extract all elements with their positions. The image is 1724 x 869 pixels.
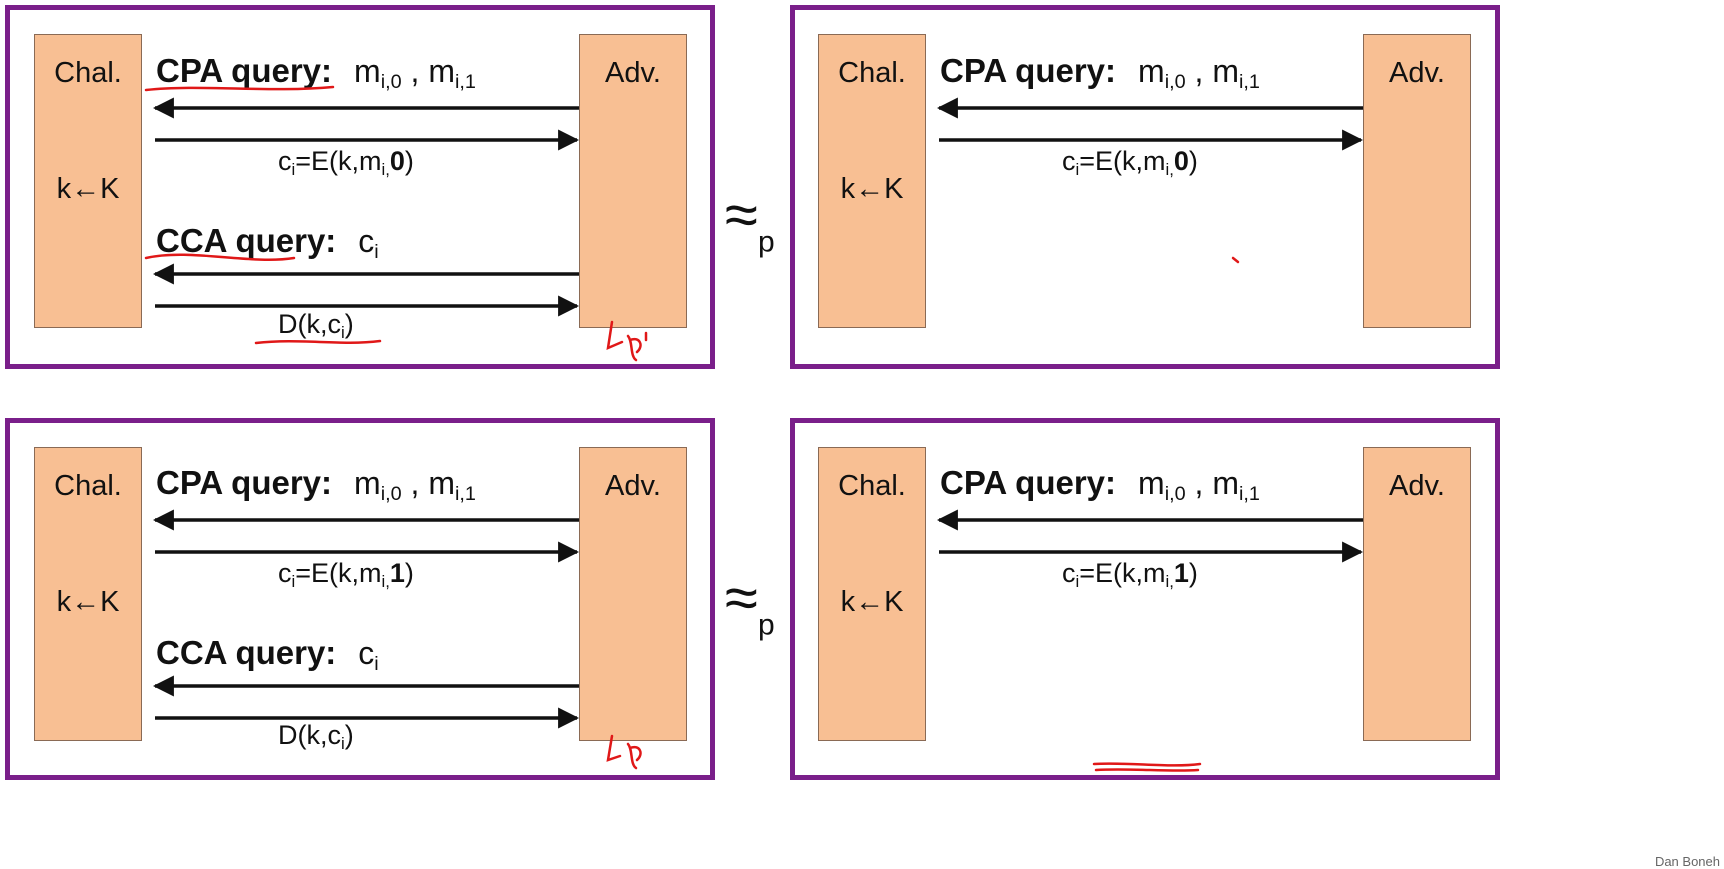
cca-query-ciphertext: ci [358,223,379,263]
credit-text: Dan Boneh [1654,854,1720,869]
adversary-box: Adv. [579,34,687,328]
approx-symbol-bottom: ≈p [725,564,775,642]
challenger-box: Chal. k←K [818,447,926,741]
cpa-query-label: CPA query: [940,464,1117,501]
cpa-query-messages: mi,0 , mi,1 [1138,465,1260,505]
key-gen-label: k←K [56,586,120,618]
challenger-box: Chal. k←K [34,34,142,328]
cca-query-label: CCA query: [156,222,337,259]
adversary-box: Adv. [1363,34,1471,328]
cpa-query-messages: mi,0 , mi,1 [354,53,476,93]
encryption-response: ci=E(k,mi,1) [278,558,414,592]
approx-symbol-top: ≈p [725,181,775,259]
encryption-response: ci=E(k,mi,0) [278,146,414,180]
cpa-query-label: CPA query: [156,52,333,89]
encryption-response: ci=E(k,mi,0) [1062,146,1198,180]
decryption-response: D(k,ci) [278,720,354,754]
cpa-query-label: CPA query: [156,464,333,501]
cpa-query: CPA query: mi,0 , mi,1 [940,52,1260,94]
cpa-query-label: CPA query: [940,52,1117,89]
cpa-query-messages: mi,0 , mi,1 [354,465,476,505]
adversary-label: Adv. [1389,470,1445,502]
challenger-label: Chal. [54,57,122,89]
adversary-label: Adv. [1389,57,1445,89]
challenger-box: Chal. k←K [34,447,142,741]
key-gen-label: k←K [840,586,904,618]
cpa-query: CPA query: mi,0 , mi,1 [940,464,1260,506]
challenger-label: Chal. [838,57,906,89]
key-gen-label: k←K [56,173,120,205]
cpa-query: CPA query: mi,0 , mi,1 [156,52,476,94]
cca-query: CCA query: ci [156,634,379,676]
key-gen-label: k←K [840,173,904,205]
cca-query-label: CCA query: [156,634,337,671]
encryption-response: ci=E(k,mi,1) [1062,558,1198,592]
cpa-query: CPA query: mi,0 , mi,1 [156,464,476,506]
adversary-label: Adv. [605,57,661,89]
challenger-label: Chal. [54,470,122,502]
challenger-box: Chal. k←K [818,34,926,328]
adversary-box: Adv. [1363,447,1471,741]
cca-query: CCA query: ci [156,222,379,264]
cca-query-ciphertext: ci [358,635,379,675]
challenger-label: Chal. [838,470,906,502]
decryption-response: D(k,ci) [278,309,354,343]
cpa-query-messages: mi,0 , mi,1 [1138,53,1260,93]
adversary-label: Adv. [605,470,661,502]
adversary-box: Adv. [579,447,687,741]
